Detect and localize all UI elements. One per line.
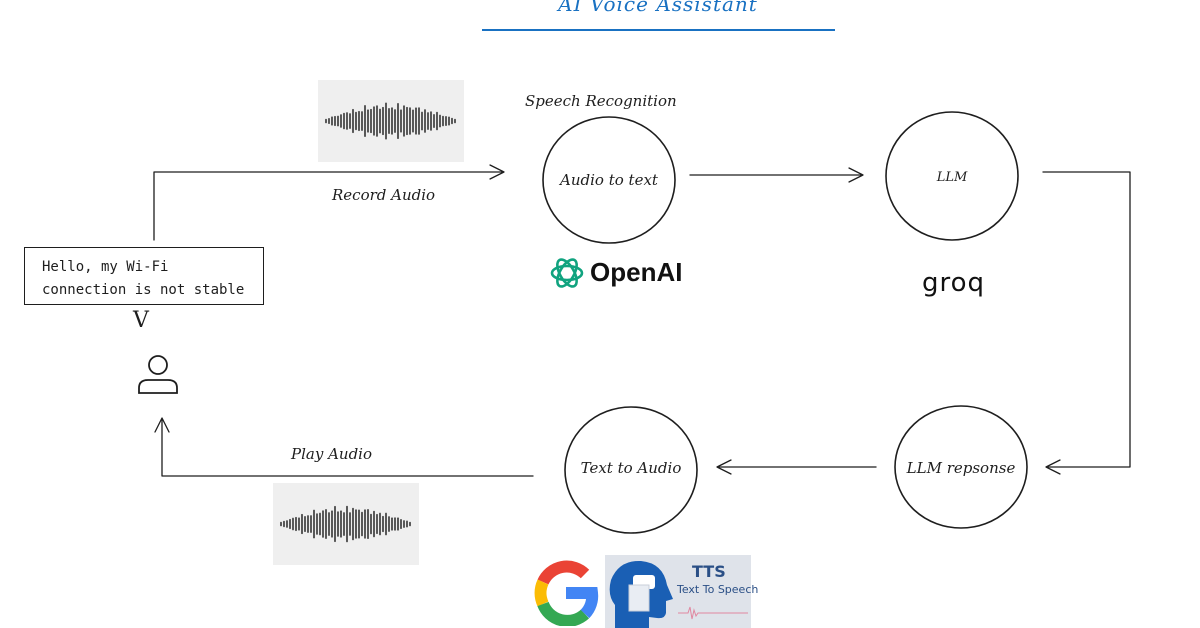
google-icon: [534, 560, 599, 626]
llm-label: LLM: [936, 170, 968, 185]
user-message-bubble: Hello, my Wi-Fi connection is not stable: [24, 247, 264, 305]
waveform-icon: [280, 505, 411, 543]
user-message-line1: Hello, my Wi-Fi: [42, 259, 169, 275]
llm-to-response-arrow: [1042, 171, 1131, 468]
play-audio-label: Play Audio: [291, 445, 372, 463]
openai-icon: [550, 258, 584, 288]
title-underline: [482, 29, 835, 31]
user-icon: [138, 355, 178, 394]
waveform-play-box: [273, 483, 419, 565]
speech-recognition-caption: Speech Recognition: [525, 92, 677, 110]
tts-head-icon: [609, 560, 673, 628]
bubble-pointer: V: [133, 308, 149, 333]
waveform-icon: [325, 102, 456, 140]
audio-to-text-node: [542, 116, 676, 244]
diagram-title: AI Voice Assistant: [558, 0, 758, 16]
llm-node: [885, 111, 1019, 241]
play-audio-arrow: [161, 419, 534, 477]
audio-to-text-label: Audio to text: [560, 171, 658, 189]
tts-wave-decoration: [678, 606, 748, 620]
tts-quote-glyph: “”: [648, 569, 661, 582]
record-audio-label: Record Audio: [332, 186, 436, 204]
record-audio-arrow: [153, 171, 504, 241]
tts-logo-title: TTS: [692, 562, 726, 581]
groq-logo-text: groq: [922, 268, 986, 298]
llm-response-label: LLM repsonse: [906, 459, 1016, 477]
openai-logo-text: OpenAI: [590, 257, 683, 287]
waveform-record-box: [318, 80, 464, 162]
text-to-audio-node: [564, 406, 698, 534]
text-to-audio-label: Text to Audio: [580, 459, 682, 477]
llm-response-node: [894, 405, 1028, 529]
user-message-line2: connection is not stable: [42, 282, 245, 298]
tts-logo-subtitle: Text To Speech: [677, 583, 759, 596]
